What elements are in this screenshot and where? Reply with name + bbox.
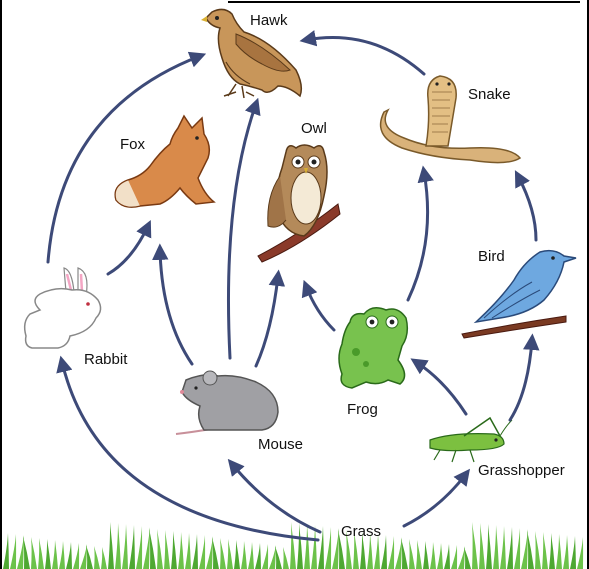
arrow-grass-to-mouse	[232, 464, 320, 532]
label-hawk: Hawk	[250, 13, 288, 28]
arrow-grasshopper-to-bird	[510, 340, 532, 420]
grass-icon	[3, 522, 583, 569]
arrow-snake-to-hawk	[306, 38, 424, 74]
arrow-frog-to-snake	[408, 172, 428, 300]
fox-icon	[115, 116, 214, 207]
label-snake: Snake	[468, 87, 511, 102]
arrow-bird-to-snake	[518, 176, 536, 240]
label-grass: Grass	[341, 524, 381, 539]
edges-layer	[48, 38, 536, 540]
mouse-icon	[176, 371, 278, 434]
label-owl: Owl	[301, 121, 327, 136]
label-rabbit: Rabbit	[84, 352, 127, 367]
arrow-mouse-to-hawk	[228, 104, 256, 358]
label-bird: Bird	[478, 249, 505, 264]
grasshopper-icon	[430, 418, 512, 462]
rabbit-icon	[25, 268, 101, 348]
arrow-grass-to-grasshopper	[404, 474, 466, 526]
frog-icon	[339, 308, 407, 388]
arrow-rabbit-to-fox	[108, 226, 148, 274]
label-frog: Frog	[347, 402, 378, 417]
owl-icon	[258, 145, 340, 262]
label-grasshopper: Grasshopper	[478, 463, 565, 478]
arrow-mouse-to-owl	[256, 276, 278, 366]
arrow-frog-to-owl	[306, 286, 334, 330]
arrow-grasshopper-to-frog	[416, 362, 466, 414]
label-fox: Fox	[120, 137, 145, 152]
arrow-mouse-to-fox	[160, 250, 192, 364]
label-mouse: Mouse	[258, 437, 303, 452]
